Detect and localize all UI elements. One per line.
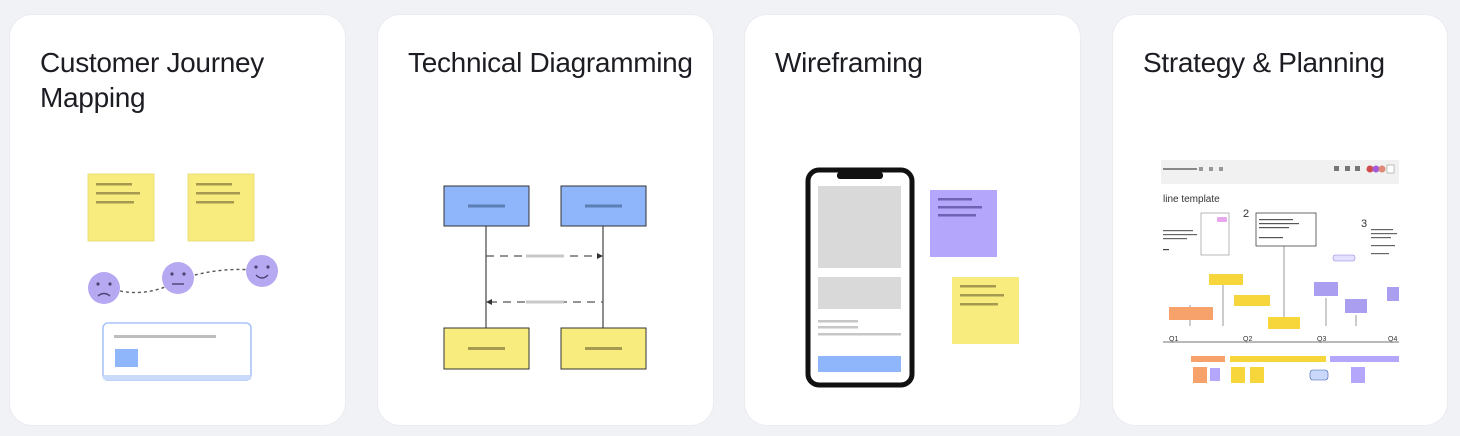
happy-face-icon — [246, 255, 278, 287]
phone-icon — [805, 167, 915, 388]
sticky-note-icon — [930, 190, 997, 257]
card-widget-icon — [102, 322, 252, 381]
quarter-label: Q2 — [1243, 336, 1252, 343]
card-title: Technical Diagramming — [408, 47, 693, 78]
sad-face-icon — [88, 272, 120, 304]
step-number: 3 — [1361, 218, 1367, 230]
arrow-left-icon — [486, 299, 603, 305]
yellow-block-icon — [443, 327, 530, 370]
arrow-right-icon — [486, 253, 603, 259]
customer-journey-illustration — [87, 173, 278, 381]
blue-block-icon — [560, 185, 647, 227]
template-card-wireframing[interactable]: Wireframing — [745, 15, 1080, 425]
sticky-note-icon — [187, 173, 255, 242]
board-title: line template — [1163, 194, 1220, 205]
wireframing-illustration — [805, 167, 1019, 388]
quarter-label: Q1 — [1169, 336, 1178, 343]
card-title: Wireframing — [775, 47, 923, 78]
step-number: 2 — [1243, 208, 1249, 220]
card-title: Customer Journey Mapping — [40, 47, 264, 113]
board-toolbar — [1161, 160, 1399, 184]
template-card-strategy-planning[interactable]: Strategy & Planning line template 2 3 — [1113, 15, 1447, 425]
template-card-customer-journey-mapping[interactable]: Customer Journey Mapping — [10, 15, 345, 425]
quarter-label: Q3 — [1317, 336, 1326, 343]
timeline-board-preview: line template 2 3 — [1161, 160, 1399, 383]
blue-block-icon — [443, 185, 530, 227]
card-title: Strategy & Planning — [1143, 47, 1385, 78]
neutral-face-icon — [162, 262, 194, 294]
technical-diagram-illustration — [443, 185, 647, 370]
sticky-note-icon — [87, 173, 155, 242]
yellow-block-icon — [560, 327, 647, 370]
sticky-note-icon — [952, 277, 1019, 344]
quarter-label: Q4 — [1388, 336, 1397, 343]
template-card-technical-diagramming[interactable]: Technical Diagramming — [378, 15, 713, 425]
